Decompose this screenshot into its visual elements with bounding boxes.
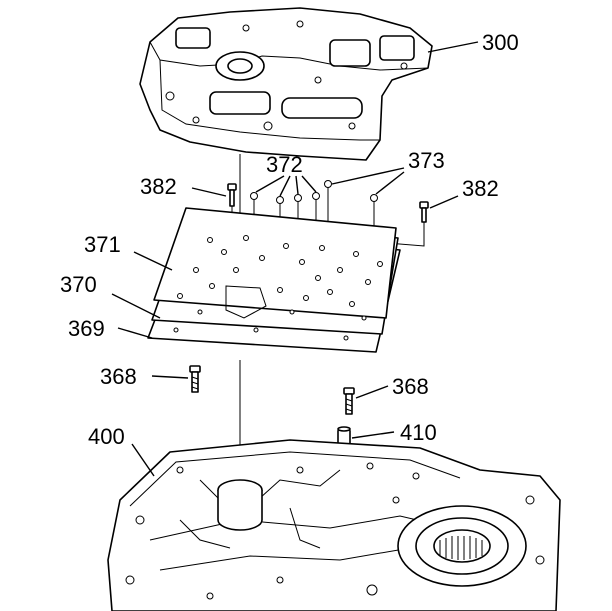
leader-lines (111, 41, 479, 477)
bolt-368-left (189, 365, 201, 393)
lower-valve-body (107, 439, 561, 611)
callout-382-left: 382 (140, 174, 177, 199)
bolt-382-left (227, 183, 237, 207)
gasket-upper (153, 207, 397, 319)
callout-410: 410 (400, 420, 437, 445)
bolt-382-right (419, 201, 429, 223)
callout-368-left: 368 (100, 364, 137, 389)
callout-373: 373 (408, 148, 445, 173)
callout-371: 371 (84, 232, 121, 257)
spacer-plate-stack (147, 207, 401, 353)
callout-400: 400 (88, 424, 125, 449)
callout-368-right: 368 (392, 374, 429, 399)
callout-369: 369 (68, 316, 105, 341)
check-balls (250, 180, 378, 204)
bolt-368-right (343, 387, 355, 415)
callout-300: 300 (482, 30, 519, 55)
callout-370: 370 (60, 272, 97, 297)
plate-holes (173, 235, 383, 341)
upper-valve-body (139, 7, 433, 161)
callout-372: 372 (266, 152, 303, 177)
callout-labels: 300 382 372 373 382 371 370 369 368 368 … (60, 30, 519, 449)
callout-382-right: 382 (462, 176, 499, 201)
